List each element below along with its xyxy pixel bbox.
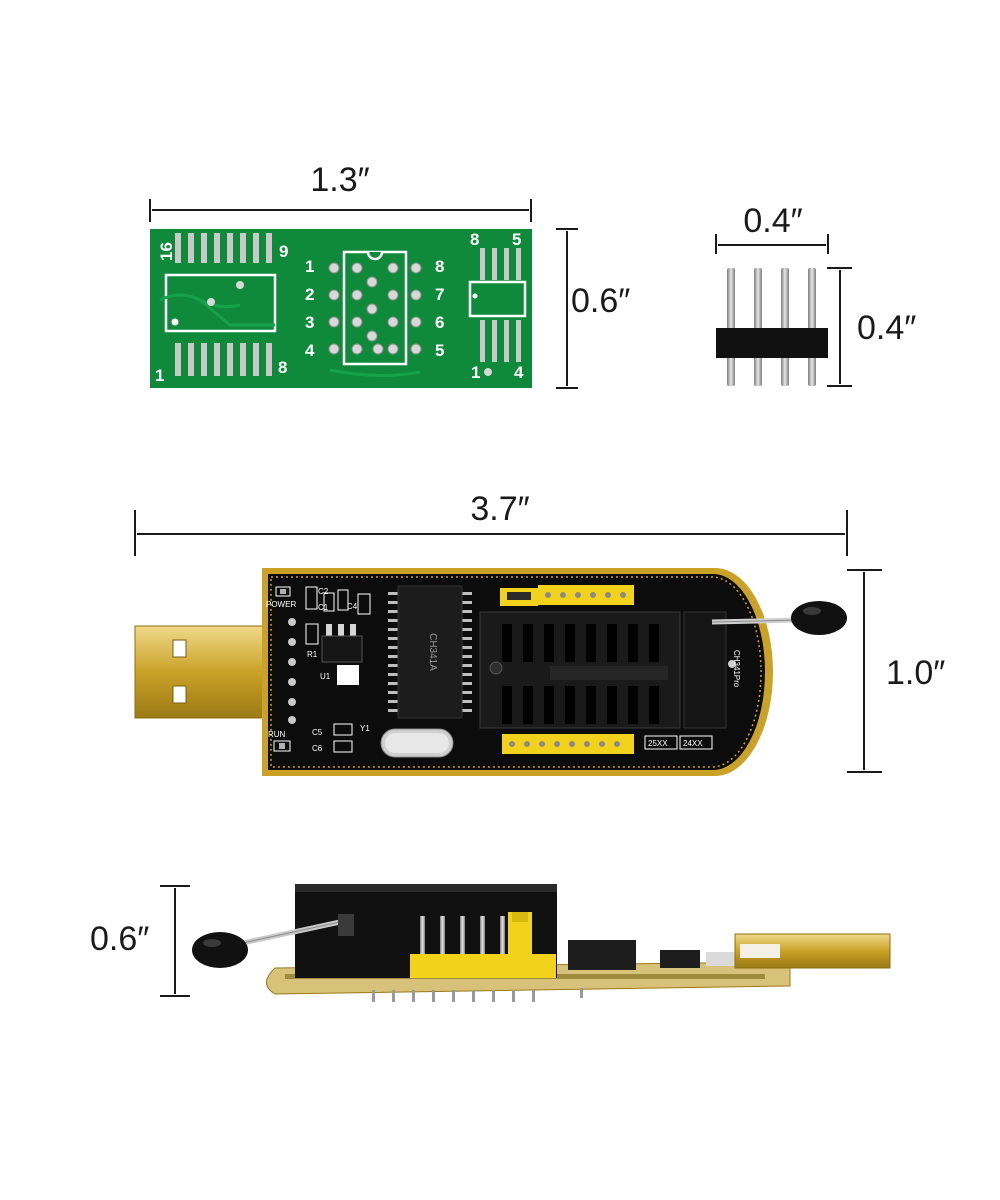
pin-header [716,268,828,386]
bottom-header [502,734,634,754]
sop8-pin8: 8 [470,230,479,249]
dip-pin2: 2 [305,285,314,304]
c5-label: C5 [312,728,323,737]
model-label: CH341Pro [732,650,741,688]
sop8-pads [480,248,521,362]
dip-pin1: 1 [305,257,314,276]
sop8-pin4: 4 [514,363,524,382]
y1-label: Y1 [360,724,370,733]
zif-socket: CH341Pro [479,611,741,729]
ch341a-chip: CH341A [388,585,472,719]
dip-pin5: 5 [435,341,444,360]
programmer-board: POWER RUN C2 C1 C4 R1 U1 C5 C6 Y1 [134,568,847,776]
c6-label: C6 [312,744,323,753]
zif-lever [711,601,847,635]
programmer-length-label: 3.7″ [470,490,529,528]
dip-pin8: 8 [435,257,444,276]
dip-holes [328,262,422,355]
u1-label: U1 [320,672,331,681]
c1-label: C1 [318,603,329,612]
sop8-outline [468,280,527,318]
programmer-dimension-height: 1.0″ [847,569,945,773]
programmer-side-view [192,884,891,1002]
programmer-dimension-length: 3.7″ [134,490,848,556]
header-height-label: 0.4″ [857,309,916,347]
header-width-label: 0.4″ [743,202,802,240]
r1-label: R1 [307,650,318,659]
dip-pin3: 3 [305,313,314,332]
header-dimension-width: 0.4″ [715,202,829,254]
sop16-pin1: 1 [155,366,164,385]
sop8-pin1: 1 [471,363,480,382]
adapter-width-label: 1.3″ [310,161,369,199]
adapter-board: 16 9 1 8 1 2 3 4 8 7 6 5 [150,229,532,388]
adapter-dimension-height: 0.6″ [556,228,630,389]
sop16-pin9: 9 [279,242,288,261]
sop16-outline [164,273,277,333]
adapter-dimension-width: 1.3″ [149,161,532,222]
sop8-pin5: 5 [512,230,521,249]
c2-label: C2 [318,587,329,596]
bus-24xx-label: 24XX [683,739,703,748]
dip-pin4: 4 [305,341,315,360]
programmer-height-label: 1.0″ [886,654,945,692]
top-header [500,585,634,606]
power-led-label: POWER [266,600,296,609]
side-height-label: 0.6″ [90,920,149,958]
adapter-height-label: 0.6″ [571,282,630,320]
c4-label: C4 [347,602,358,611]
side-dimension-height: 0.6″ [90,885,190,997]
sop16-pin8: 8 [278,358,287,377]
sop16-pin16: 16 [157,242,176,261]
run-led-label: RUN [268,730,286,739]
dip-pin7: 7 [435,285,444,304]
dip-pin6: 6 [435,313,444,332]
header-dimension-height: 0.4″ [827,267,916,387]
bus-25xx-label: 25XX [648,739,668,748]
sop16-pads [175,233,272,376]
chip-marking: CH341A [427,633,438,671]
